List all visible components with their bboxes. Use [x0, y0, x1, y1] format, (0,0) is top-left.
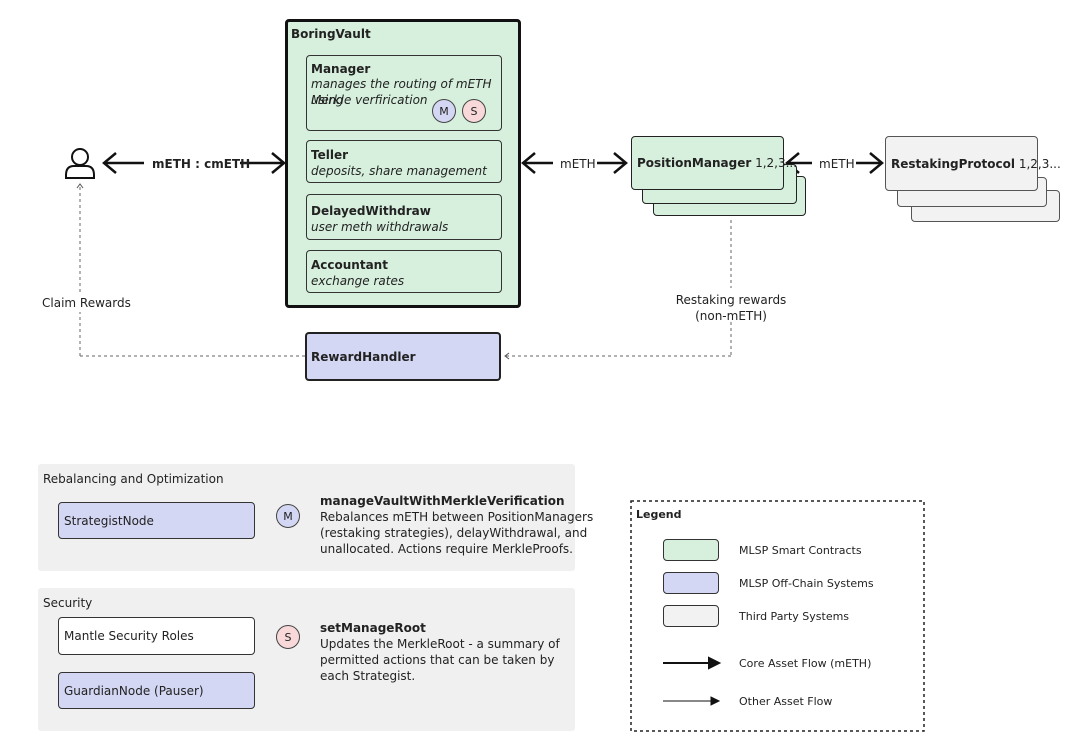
user-icon	[65, 148, 95, 179]
security-func-line2: permitted actions that can be taken by	[320, 653, 555, 667]
guardian-node-box[interactable]: GuardianNode (Pauser)	[58, 672, 255, 709]
accountant-desc: exchange rates	[311, 274, 405, 288]
reward-handler-name: RewardHandler	[311, 349, 416, 364]
position-manager-box[interactable]: PositionManager 1,2,3...	[631, 136, 797, 190]
claim-rewards-flow	[76, 183, 305, 357]
position-restaking-flow-label: mETH	[819, 157, 855, 171]
vault-position-arrow	[521, 152, 628, 174]
manager-box[interactable]: Manager manages the routing of mETH usin…	[306, 55, 502, 131]
legend-other-arrow	[663, 696, 721, 706]
restaking-rewards-label-line2: (non-mETH)	[695, 309, 767, 323]
legend-label-third-party: Third Party Systems	[739, 610, 850, 623]
restaking-protocol-name: RestakingProtocol	[891, 156, 1015, 171]
strategist-node-box[interactable]: StrategistNode	[58, 502, 255, 539]
restaking-protocol-suffix: 1,2,3...	[1015, 156, 1061, 171]
restaking-protocol-box[interactable]: RestakingProtocol 1,2,3...	[885, 136, 1061, 191]
position-manager-suffix: 1,2,3...	[751, 156, 798, 170]
teller-desc: deposits, share management	[311, 164, 487, 178]
delayed-withdraw-title: DelayedWithdraw	[311, 204, 431, 218]
teller-box[interactable]: Teller deposits, share management	[306, 140, 502, 183]
claim-rewards-label: Claim Rewards	[42, 296, 131, 310]
legend-label-offchain: MLSP Off-Chain Systems	[739, 577, 874, 590]
delayed-withdraw-desc: user meth withdrawals	[311, 220, 449, 234]
legend-label-smart-contracts: MLSP Smart Contracts	[739, 544, 862, 557]
legend-label-core-flow: Core Asset Flow (mETH)	[739, 657, 872, 670]
strategist-node-label: StrategistNode	[64, 513, 154, 528]
restaking-rewards-flow	[504, 220, 732, 360]
mantle-security-roles-box[interactable]: Mantle Security Roles	[58, 617, 255, 655]
accountant-box[interactable]: Accountant exchange rates	[306, 250, 502, 293]
rebalancing-func-line1: Rebalances mETH between PositionManagers	[320, 510, 594, 524]
manager-title: Manager	[311, 62, 371, 76]
position-manager-name: PositionManager	[637, 156, 752, 170]
legend-frame	[630, 500, 925, 732]
legend-swatch-offchain	[663, 572, 719, 594]
reward-handler-box[interactable]: RewardHandler	[305, 332, 501, 381]
legend-label-other-flow: Other Asset Flow	[739, 695, 833, 708]
restaking-rewards-label: Restaking rewards (non-mETH)	[661, 292, 801, 324]
legend-title: Legend	[636, 508, 682, 521]
manager-desc-line2: Merkle verfirication	[311, 93, 428, 107]
rebalancing-badge-m: M	[276, 504, 300, 528]
manager-badge-s: S	[462, 99, 486, 123]
security-section-title: Security	[43, 596, 93, 610]
boring-vault[interactable]: BoringVault Manager manages the routing …	[285, 19, 521, 308]
mantle-security-roles-label: Mantle Security Roles	[64, 629, 194, 643]
delayed-withdraw-box[interactable]: DelayedWithdraw user meth withdrawals	[306, 194, 502, 240]
security-func-line1: Updates the MerkleRoot - a summary of	[320, 637, 560, 651]
security-func-line3: each Strategist.	[320, 669, 416, 683]
rebalancing-func-line3: unallocated. Actions require MerkleProof…	[320, 542, 573, 556]
legend-swatch-third-party	[663, 605, 719, 627]
accountant-title: Accountant	[311, 258, 388, 272]
legend-swatch-smart-contracts	[663, 539, 719, 561]
boring-vault-title: BoringVault	[291, 27, 371, 41]
teller-title: Teller	[311, 148, 349, 162]
rebalancing-section-title: Rebalancing and Optimization	[43, 472, 224, 486]
manager-desc-line1: manages the routing of mETH using	[311, 77, 492, 107]
vault-position-flow-label: mETH	[560, 157, 596, 171]
legend-core-arrow	[663, 656, 722, 670]
rebalancing-func-line2: (restaking strategies), delayWithdrawal,…	[320, 526, 588, 540]
user-vault-arrow	[102, 152, 286, 174]
rebalancing-func-title: manageVaultWithMerkleVerification	[320, 494, 565, 508]
restaking-rewards-label-line1: Restaking rewards	[675, 293, 787, 307]
guardian-node-label: GuardianNode (Pauser)	[64, 683, 204, 698]
manager-badge-m: M	[432, 99, 456, 123]
security-badge-s: S	[276, 625, 300, 649]
user-vault-flow-label: mETH : cmETH	[152, 157, 251, 171]
security-func-title: setManageRoot	[320, 621, 426, 635]
